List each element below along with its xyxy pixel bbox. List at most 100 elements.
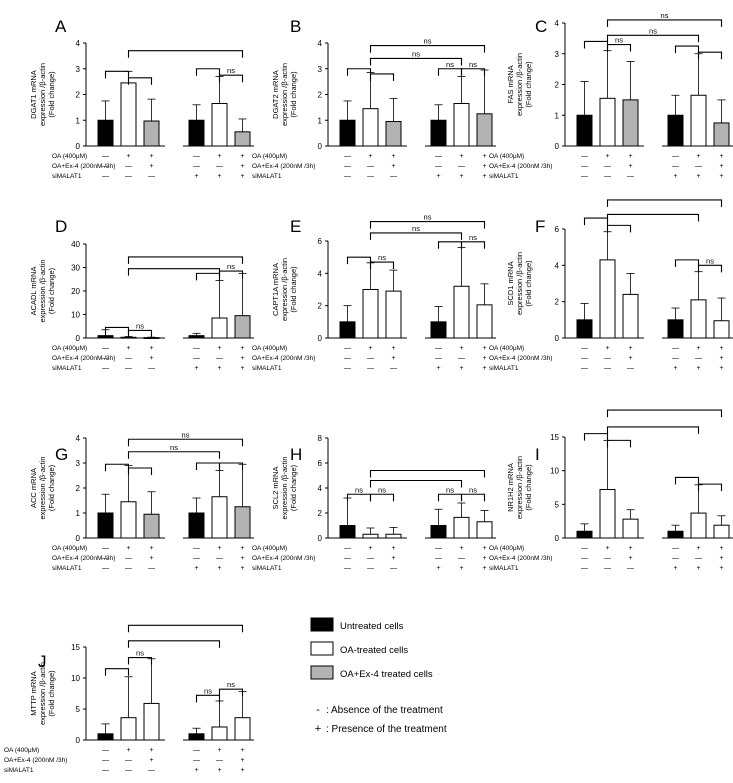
treatment-row-label: siMALAT1 [489, 365, 519, 372]
bar [97, 119, 114, 147]
treatment-sign: + [482, 365, 486, 372]
treatment-sign: — [672, 355, 679, 362]
treatment-sign: — [193, 355, 200, 362]
treatment-sign: — [125, 355, 132, 362]
bar [667, 530, 684, 539]
bar [713, 320, 730, 339]
treatment-sign: — [344, 345, 351, 352]
treatment-row-label: siMALAT1 [252, 173, 282, 180]
bar [339, 525, 356, 539]
panel-letter: C [535, 17, 547, 36]
bar [211, 103, 228, 147]
treatment-sign: + [719, 555, 723, 562]
treatment-row-label: OA (400μM) [4, 747, 39, 754]
panel-letter: H [290, 445, 302, 464]
y-tick-label: 10 [71, 674, 80, 683]
treatment-sign: + [696, 565, 700, 572]
treatment-sign: + [149, 757, 153, 764]
bar [120, 82, 137, 147]
treatment-sign: — [581, 555, 588, 562]
treatment-sign: + [459, 153, 463, 160]
treatment-sign: + [217, 365, 221, 372]
significance-bracket [369, 221, 486, 229]
treatment-row-label: siMALAT1 [52, 173, 82, 180]
treatment-sign: — [102, 153, 109, 160]
treatment-sign: — [193, 747, 200, 754]
significance-bracket [460, 493, 486, 502]
significance-bracket [460, 241, 486, 249]
treatment-sign: — [102, 345, 109, 352]
y-tick-label: 10 [71, 311, 80, 320]
treatment-row-label: OA (400μM) [489, 345, 524, 352]
treatment-sign: + [391, 355, 395, 362]
y-axis-label: SCL2 mRNA [271, 467, 280, 510]
treatment-sign: — [125, 173, 132, 180]
treatment-sign: + [240, 355, 244, 362]
treatment-sign: — [102, 545, 109, 552]
treatment-sign: + [391, 153, 395, 160]
treatment-sign: + [126, 747, 130, 754]
treatment-sign: — [604, 355, 611, 362]
significance-label: ns [227, 262, 235, 271]
treatment-sign: + [149, 545, 153, 552]
bar [211, 496, 228, 539]
significance-label: ns [649, 26, 657, 35]
treatment-row-label: OA+Ex-4 (200nM /3h) [489, 555, 552, 562]
treatment-sign: + [126, 545, 130, 552]
bar [690, 94, 707, 147]
treatment-sign: — [102, 173, 109, 180]
bar [234, 717, 251, 741]
treatment-sign: — [193, 545, 200, 552]
treatment-sign: — [216, 555, 223, 562]
significance-bracket [127, 268, 221, 276]
significance-bracket [127, 624, 244, 633]
treatment-sign: — [435, 163, 442, 170]
significance-bracket [369, 45, 486, 53]
y-tick-label: 2 [76, 484, 81, 493]
treatment-sign: + [696, 173, 700, 180]
significance-label: ns [469, 485, 477, 494]
y-axis-label: (Fold change) [47, 464, 56, 511]
legend-label: OA-treated cells [340, 645, 408, 656]
legend-label: Untreated cells [340, 621, 404, 632]
bar [385, 290, 402, 339]
treatment-sign: — [148, 365, 155, 372]
significance-label: ns [424, 37, 432, 46]
significance-bracket [674, 259, 700, 267]
y-tick-label: 8 [318, 434, 323, 443]
y-tick-label: 3 [76, 65, 81, 74]
y-axis-label: (Fold change) [524, 464, 533, 511]
treatment-sign: + [217, 767, 221, 774]
panel-letter: B [290, 17, 301, 36]
treatment-row-label: siMALAT1 [489, 173, 519, 180]
treatment-sign: + [436, 565, 440, 572]
significance-bracket [674, 45, 700, 54]
treatment-sign: + [240, 365, 244, 372]
y-axis-label: DGAT2 mRNA [271, 70, 280, 119]
y-tick-label: 2 [555, 81, 560, 90]
treatment-sign: + [719, 365, 723, 372]
bar [97, 733, 114, 741]
y-axis-label: DGAT1 mRNA [29, 70, 38, 119]
significance-bracket [697, 264, 723, 273]
treatment-sign: — [581, 163, 588, 170]
treatment-sign: — [193, 153, 200, 160]
y-tick-label: 20 [71, 287, 80, 296]
y-tick-label: 4 [76, 39, 81, 48]
significance-bracket [606, 43, 632, 52]
treatment-sign: — [604, 365, 611, 372]
treatment-row-label: OA (400μM) [52, 345, 87, 352]
treatment-sign: + [240, 545, 244, 552]
treatment-sign: + [719, 173, 723, 180]
y-axis-label: expression /β-actin [38, 259, 47, 322]
treatment-sign: — [435, 555, 442, 562]
treatment-sign: + [482, 173, 486, 180]
significance-label: ns [661, 11, 669, 20]
treatment-sign: — [102, 767, 109, 774]
treatment-sign: + [391, 545, 395, 552]
bar [576, 114, 593, 147]
bar [211, 726, 228, 741]
